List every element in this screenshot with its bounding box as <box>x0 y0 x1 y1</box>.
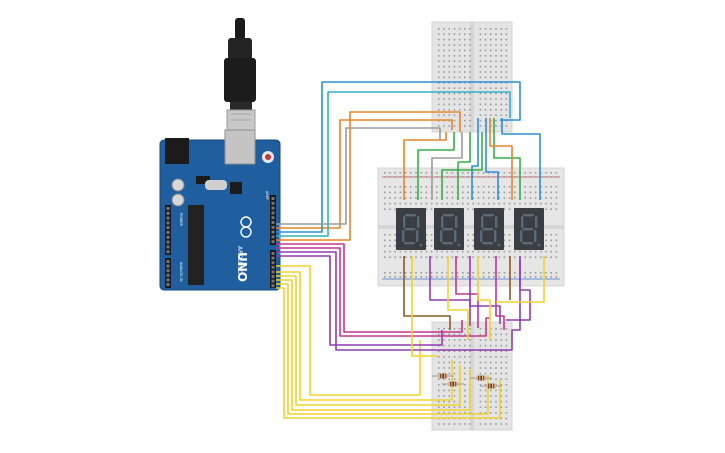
seven-segment-display-1[interactable] <box>396 208 426 250</box>
segment-g <box>522 228 534 231</box>
wire-12[interactable] <box>276 81 521 233</box>
wire-24[interactable] <box>489 118 513 200</box>
wire-29[interactable] <box>455 256 479 328</box>
breadboard-top[interactable] <box>431 21 513 133</box>
segment-f <box>481 216 484 228</box>
segment-b <box>417 216 420 228</box>
wire-25[interactable] <box>441 132 483 200</box>
wire-1[interactable] <box>276 271 453 401</box>
segment-d <box>404 242 415 245</box>
wire-10[interactable] <box>276 247 490 337</box>
board-section-power: POWER <box>179 213 183 227</box>
wire-32[interactable] <box>495 256 505 330</box>
segment-b <box>495 216 498 228</box>
segment-a <box>483 214 494 217</box>
segment-g <box>442 228 454 231</box>
segment-dp <box>457 243 461 247</box>
wire-11[interactable] <box>276 119 453 229</box>
usb-port <box>224 129 256 165</box>
wire-19[interactable] <box>457 132 471 200</box>
wire-34[interactable] <box>506 256 531 321</box>
wire-3[interactable] <box>276 279 471 411</box>
segment-e <box>402 230 405 242</box>
atmega-chip <box>188 205 204 285</box>
segment-f <box>441 216 444 228</box>
segment-g <box>404 228 416 231</box>
wire-28[interactable] <box>429 256 471 326</box>
segment-d <box>482 242 493 245</box>
arduino-logo-icon <box>240 216 252 238</box>
arduino-uno-board[interactable]: ARDUINO UNO AREF DIGITAL (PWM~) POWER AN… <box>159 129 282 291</box>
segment-f <box>403 216 406 228</box>
board-section-analog: ANALOG IN <box>179 262 183 282</box>
segment-dp <box>537 243 541 247</box>
board-brand: ARDUINO <box>236 246 243 275</box>
wire-15[interactable] <box>276 111 461 241</box>
segment-c <box>534 230 537 242</box>
resistor-3[interactable] <box>470 375 492 381</box>
segment-a <box>523 214 534 217</box>
seven-segment-display-2[interactable] <box>434 208 464 250</box>
wire-18[interactable] <box>431 132 463 200</box>
segment-e <box>480 230 483 242</box>
segment-c <box>416 230 419 242</box>
wire-30[interactable] <box>447 256 469 340</box>
wire-14[interactable] <box>276 127 441 225</box>
segment-dp <box>497 243 501 247</box>
segment-c <box>494 230 497 242</box>
wire-22[interactable] <box>493 118 521 200</box>
segment-f <box>521 216 524 228</box>
resistor-1[interactable] <box>432 373 454 379</box>
board-model: UNO <box>235 252 249 282</box>
wire-23[interactable] <box>501 118 541 200</box>
wire-4[interactable] <box>276 283 489 415</box>
segment-c <box>454 230 457 242</box>
segment-a <box>405 214 416 217</box>
segment-b <box>535 216 538 228</box>
segment-b <box>455 216 458 228</box>
seven-segment-display-group[interactable] <box>396 208 544 250</box>
wire-20[interactable] <box>471 118 479 200</box>
wire-group[interactable] <box>276 81 545 419</box>
wire-5[interactable] <box>276 287 501 419</box>
wire-35[interactable] <box>496 256 545 303</box>
segment-g <box>482 228 494 231</box>
segment-d <box>442 242 453 245</box>
power-jack <box>165 138 189 164</box>
segment-e <box>440 230 443 242</box>
wire-7[interactable] <box>276 251 521 351</box>
wire-2[interactable] <box>276 275 461 406</box>
segment-d <box>522 242 533 245</box>
resistor-2[interactable] <box>442 381 464 387</box>
seven-segment-display-3[interactable] <box>474 208 504 250</box>
resistor-group[interactable] <box>432 373 502 389</box>
wire-6[interactable] <box>276 265 421 396</box>
usb-cable[interactable] <box>224 18 256 133</box>
wire-33[interactable] <box>477 256 491 340</box>
wire-9[interactable] <box>276 243 463 333</box>
resistor-4[interactable] <box>480 383 502 389</box>
wire-31[interactable] <box>469 256 501 324</box>
seven-segment-display-4[interactable] <box>514 208 544 250</box>
wire-26[interactable] <box>403 256 451 330</box>
wire-21[interactable] <box>485 118 499 200</box>
wire-27[interactable] <box>411 256 438 357</box>
wire-13[interactable] <box>276 91 511 237</box>
segment-dp <box>419 243 423 247</box>
wire-8[interactable] <box>276 255 443 346</box>
wire-17[interactable] <box>417 132 455 200</box>
wire-16[interactable] <box>403 132 447 200</box>
segment-a <box>443 214 454 217</box>
segment-e <box>520 230 523 242</box>
board-header-aref: AREF <box>265 191 269 200</box>
